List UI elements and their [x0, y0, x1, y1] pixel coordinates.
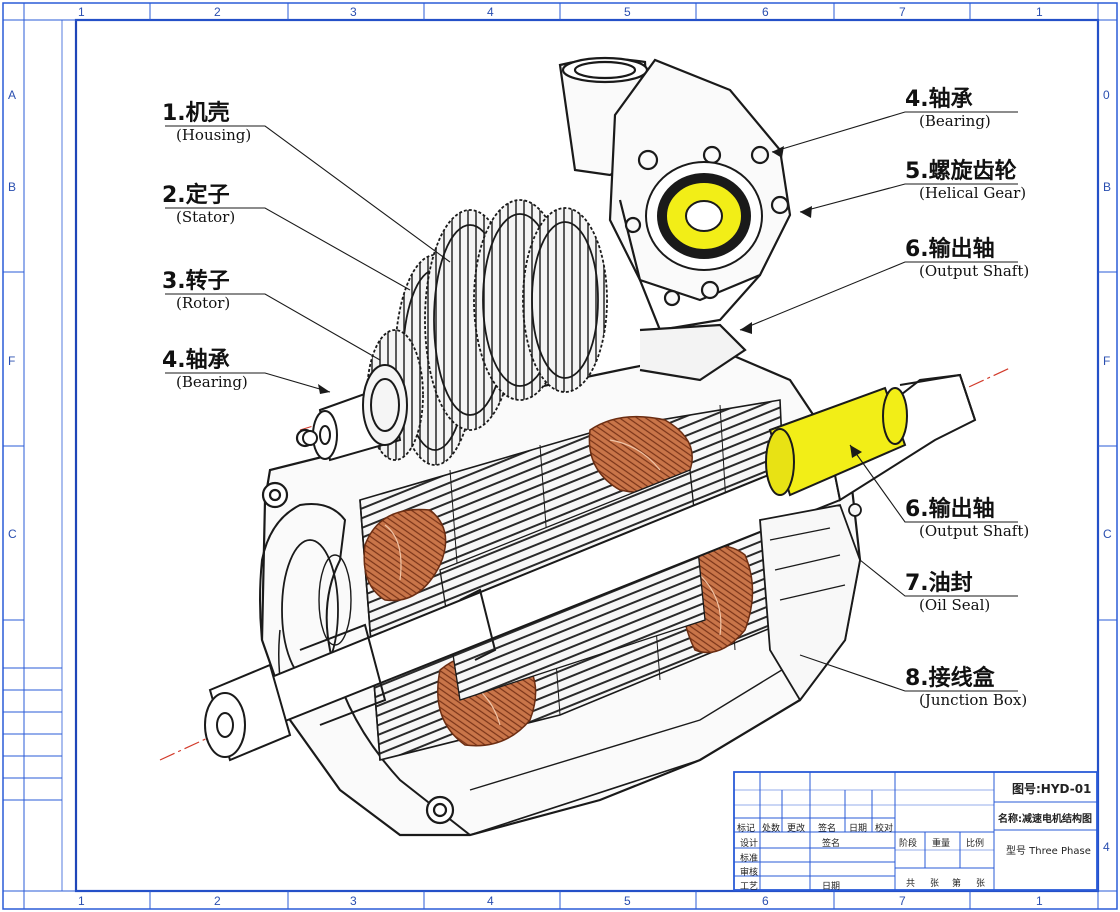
row-letter: F: [8, 354, 16, 368]
row-letter-right: 4: [1103, 840, 1110, 854]
tb-col-left: 设计: [740, 839, 759, 849]
callout-helical-gear: 5.螺旋齿轮 (Helical Gear): [905, 159, 1027, 203]
drawing-number: 图号:HYD-01: [1012, 782, 1092, 796]
junction-box: [759, 503, 862, 702]
col-number-bottom: 5: [624, 894, 631, 908]
col-number: 1: [1036, 5, 1043, 19]
model-type: 型号 Three Phase: [1006, 846, 1091, 857]
tb-sheet: 第: [952, 879, 962, 889]
col-number: 7: [899, 5, 906, 19]
col-number-bottom: 6: [762, 894, 769, 908]
col-number: 2: [214, 5, 221, 19]
col-number-bottom: 4: [487, 894, 494, 908]
col-number-bottom: 7: [899, 894, 906, 908]
callout-junction-box: 8.接线盒 (Junction Box): [905, 666, 1028, 710]
callout-en: (Rotor): [176, 294, 231, 312]
callout-rotor: 3.转子 (Rotor): [162, 269, 231, 313]
callout-zh: 5.螺旋齿轮: [905, 159, 1017, 184]
row-letter: C: [8, 527, 17, 541]
row-letter: B: [8, 180, 17, 194]
tb-row1-cell: 日期: [849, 824, 868, 834]
tb-stage: 阶段: [899, 839, 918, 849]
callout-en: (Output Shaft): [919, 522, 1030, 540]
leader-arrowheads: [318, 146, 862, 458]
callout-bearing-right: 4.轴承 (Bearing): [905, 87, 991, 131]
callout-en: (Output Shaft): [919, 262, 1030, 280]
tb-sheet: 共: [906, 879, 916, 889]
callout-output-shaft-mid: 6.输出轴 (Output Shaft): [905, 497, 1030, 541]
col-number: 1: [78, 5, 85, 19]
tb-row1-cell: 签名: [818, 824, 837, 834]
tb-weight: 重量: [932, 839, 951, 849]
callout-zh: 4.轴承: [905, 87, 973, 112]
callout-zh: 1.机壳: [162, 101, 230, 126]
row-letter-right: 0: [1103, 88, 1110, 102]
callout-en: (Oil Seal): [919, 596, 991, 614]
callout-zh: 8.接线盒: [905, 666, 995, 691]
tb-row1-cell: 标记: [737, 824, 756, 834]
yellow-shaft-sleeve: [765, 386, 908, 497]
row-letter-right: B: [1103, 180, 1112, 194]
tb-col-left: 审核: [740, 868, 759, 878]
tb-row1-cell: 校对: [875, 824, 894, 834]
tb-signature: 签名: [822, 839, 841, 849]
col-number: 3: [350, 5, 357, 19]
input-shaft-bearing: [302, 364, 408, 462]
callout-en: (Stator): [176, 208, 236, 226]
col-number-bottom: 3: [350, 894, 357, 908]
callout-stator: 2.定子 (Stator): [162, 183, 236, 227]
callout-en: (Bearing): [176, 373, 248, 391]
tb-date: 日期: [822, 882, 841, 892]
callout-en: (Helical Gear): [919, 184, 1027, 202]
tb-scale: 比例: [966, 839, 985, 849]
row-letter-right: C: [1103, 527, 1112, 541]
callout-zh: 6.输出轴: [905, 237, 995, 262]
col-number-bottom: 1: [1036, 894, 1043, 908]
callout-housing: 1.机壳 (Housing): [162, 101, 252, 145]
tb-row1-cell: 更改: [787, 824, 806, 834]
tb-row1-cell: 处数: [762, 824, 781, 834]
callout-output-shaft-top: 6.输出轴 (Output Shaft): [905, 237, 1030, 281]
row-letter: A: [8, 88, 17, 102]
yellow-bearing: [645, 161, 763, 271]
callout-zh: 7.油封: [905, 571, 973, 596]
col-number-bottom: 2: [214, 894, 221, 908]
tb-col-left: 工艺: [740, 882, 759, 892]
callout-en: (Housing): [176, 126, 252, 144]
leader-lines: [165, 111, 1018, 692]
tb-sheet: 张: [930, 879, 940, 889]
tb-col-left: 标准: [740, 854, 759, 864]
tb-sheet: 张: [976, 879, 986, 889]
callout-en: (Bearing): [919, 112, 991, 130]
title-block-grid: [733, 771, 1098, 891]
row-letter-right: F: [1103, 354, 1111, 368]
callout-zh: 2.定子: [162, 183, 230, 208]
col-number: 4: [487, 5, 494, 19]
col-number: 6: [762, 5, 769, 19]
callout-zh: 3.转子: [162, 269, 230, 294]
callout-zh: 4.轴承: [162, 348, 230, 373]
col-number: 5: [624, 5, 631, 19]
callout-oil-seal: 7.油封 (Oil Seal): [905, 571, 991, 615]
drawing-name: 名称:减速电机结构图: [998, 814, 1092, 825]
callout-bearing-left: 4.轴承 (Bearing): [162, 348, 248, 392]
callout-en: (Junction Box): [919, 691, 1028, 709]
callout-zh: 6.输出轴: [905, 497, 995, 522]
col-number-bottom: 1: [78, 894, 85, 908]
